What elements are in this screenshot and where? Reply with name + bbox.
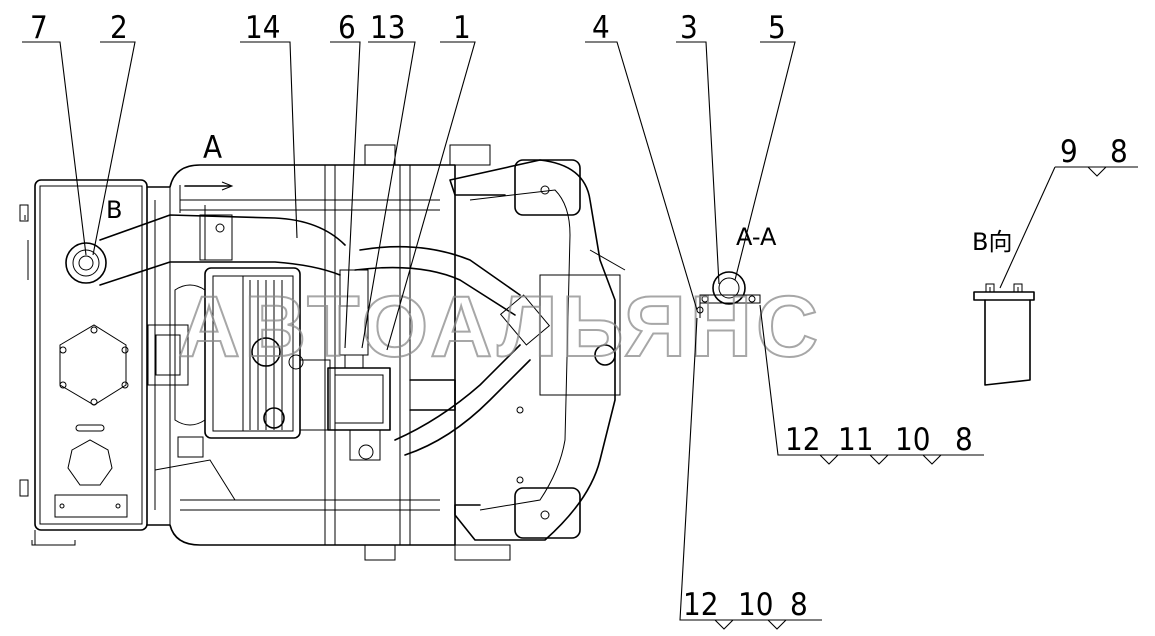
callout-labels-bottom: 12 10 8 <box>683 587 808 623</box>
view-b-direction-label: B向 <box>972 228 1012 256</box>
callout-labels-section: 12 11 10 8 <box>785 422 973 458</box>
callout-13: 13 <box>370 10 405 46</box>
main-frame <box>146 144 511 561</box>
callout-10-bottom: 10 <box>738 587 773 623</box>
engine-assembly <box>147 267 331 501</box>
articulation-housing <box>449 159 626 541</box>
callout-5: 5 <box>768 10 786 46</box>
watermark: АВТОАЛЬЯНС <box>178 279 822 375</box>
view-b-label: B <box>106 196 122 224</box>
callout-8-bottom: 8 <box>790 587 808 623</box>
callout-12-bottom: 12 <box>683 587 718 623</box>
callout-14: 14 <box>245 10 280 46</box>
pipes <box>99 181 551 456</box>
callout-11-section: 11 <box>838 422 873 458</box>
callout-12-section: 12 <box>785 422 820 458</box>
fuel-tank <box>19 179 148 546</box>
callout-labels-top: 7 2 14 6 13 1 4 3 5 <box>30 10 786 46</box>
view-labels: A B A-A B向 <box>106 130 1012 256</box>
callout-3: 3 <box>680 10 698 46</box>
leader-lines <box>22 41 1138 630</box>
callout-8-section: 8 <box>955 422 973 458</box>
callout-labels-right: 9 8 <box>1060 134 1128 170</box>
callout-8-view-b: 8 <box>1110 134 1128 170</box>
callout-9: 9 <box>1060 134 1078 170</box>
section-a-a <box>696 271 761 318</box>
callout-10-section: 10 <box>895 422 930 458</box>
view-a-label: A <box>203 130 222 166</box>
callout-6: 6 <box>338 10 356 46</box>
callout-7: 7 <box>30 10 48 46</box>
callout-1: 1 <box>453 10 471 46</box>
section-a-a-label: A-A <box>736 223 777 251</box>
callout-4: 4 <box>592 10 610 46</box>
callout-2: 2 <box>110 10 128 46</box>
view-b-part <box>973 283 1035 386</box>
